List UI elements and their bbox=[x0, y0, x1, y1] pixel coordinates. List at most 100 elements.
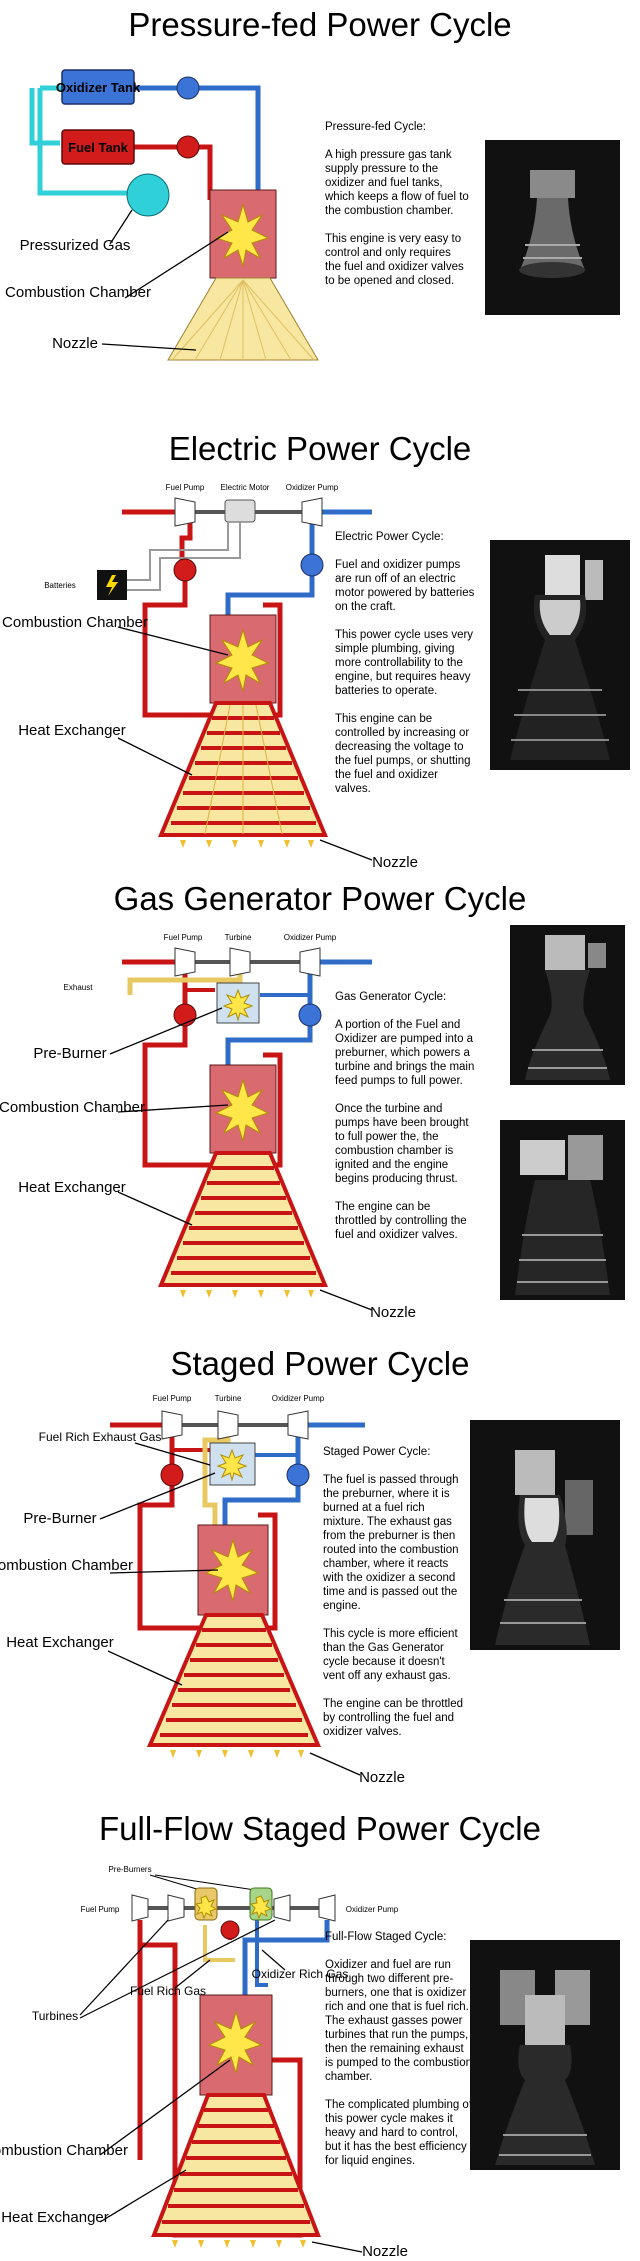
turbines-label: Turbines bbox=[32, 2009, 78, 2023]
engine-render bbox=[495, 1970, 595, 2165]
turbine bbox=[217, 1410, 239, 1440]
flame-burst bbox=[214, 1078, 270, 1142]
section-gas-generator: Gas Generator Power Cycle Fuel Pump Turb… bbox=[0, 880, 640, 1330]
description-para: The complicated plumbing of this power c… bbox=[325, 2099, 473, 2167]
description-heading: Gas Generator Cycle: bbox=[335, 991, 447, 1003]
oxidizer-line bbox=[255, 1920, 268, 1987]
fuel-pump-label: Fuel Pump bbox=[153, 1394, 192, 1403]
oxidizer-pump bbox=[287, 1410, 309, 1440]
engine-render bbox=[525, 935, 610, 1080]
description-heading: Electric Power Cycle: bbox=[335, 531, 444, 543]
section-pressure-fed: Pressure-fed Power Cycle Oxidizer Tank F… bbox=[0, 0, 640, 361]
fuel-line bbox=[137, 1480, 278, 1631]
description-para: A high pressure gas tank supply pressure… bbox=[325, 149, 469, 217]
fuel-pump bbox=[174, 947, 196, 977]
full-flow-diagram: Pre-Burners Fuel Pump Oxidizer Pump bbox=[0, 1865, 408, 2260]
nozzle-label: Nozzle bbox=[370, 1304, 416, 1321]
gas-line-2 bbox=[29, 88, 60, 146]
description: Pressure-fed Cycle: A high pressure gas … bbox=[325, 120, 470, 302]
batteries-label: Batteries bbox=[44, 581, 76, 590]
engine-render bbox=[515, 1135, 610, 1295]
oxidizer-pump bbox=[318, 1894, 336, 1922]
engine-render bbox=[495, 1450, 593, 1645]
description-para: Oxidizer and fuel are run through two di… bbox=[325, 1959, 473, 2083]
description: Full-Flow Staged Cycle: Oxidizer and fue… bbox=[325, 1930, 475, 2182]
lightning-icon bbox=[106, 575, 118, 596]
turbine-label: Turbine bbox=[225, 933, 252, 942]
turbine-label: Turbine bbox=[215, 1394, 242, 1403]
description-para: This engine can be controlled by increas… bbox=[335, 713, 471, 795]
combustion-chamber-label: Combustion Chamber bbox=[0, 2142, 128, 2159]
fuel-line bbox=[142, 1020, 283, 1168]
fuel-rich-exhaust-label: Fuel Rich Exhaust Gas bbox=[39, 1430, 162, 1444]
section-title: Staged Power Cycle bbox=[170, 1345, 470, 1382]
turbine bbox=[229, 947, 251, 977]
description-heading: Full-Flow Staged Cycle: bbox=[325, 1931, 447, 1943]
fuel-pump bbox=[174, 497, 196, 527]
oxidizer-pump-label: Oxidizer Pump bbox=[286, 483, 339, 492]
fuel-valve bbox=[160, 1463, 184, 1487]
engine-render bbox=[519, 170, 585, 278]
pre-burner-label: Pre-Burner bbox=[33, 1045, 106, 1062]
fuel-valve bbox=[173, 558, 197, 582]
heat-exchanger-tubes bbox=[160, 1628, 308, 1737]
oxidizer-line bbox=[222, 1480, 301, 1525]
combustion-chamber-label: Combustion Chamber bbox=[0, 1557, 133, 1574]
description-para: Once the turbine and pumps have been bro… bbox=[335, 1103, 469, 1185]
fuel-tank-label: Fuel Tank bbox=[68, 140, 128, 155]
flame-burst bbox=[194, 1895, 218, 1920]
oxidizer-line bbox=[225, 1020, 313, 1065]
fuel-pump-label: Fuel Pump bbox=[164, 933, 203, 942]
heat-exchanger-label: Heat Exchanger bbox=[1, 2209, 109, 2226]
section-title: Gas Generator Power Cycle bbox=[113, 880, 527, 917]
oxidizer-line bbox=[117, 85, 261, 200]
oxidizer-pump-label: Oxidizer Pump bbox=[284, 933, 337, 942]
oxidizer-valve bbox=[176, 76, 200, 100]
engine-render-photo-2 bbox=[500, 1120, 625, 1300]
oxidizer-valve bbox=[286, 1463, 310, 1487]
engine-render-photo bbox=[470, 1940, 620, 2170]
engine-render bbox=[510, 555, 610, 760]
combustion-chamber-label: Combustion Chamber bbox=[2, 614, 148, 631]
staged-diagram: Fuel Pump Turbine Oxidizer Pump bbox=[0, 1394, 405, 1786]
turbine bbox=[273, 1894, 291, 1922]
flame-burst bbox=[214, 628, 270, 692]
combustion-chamber-label: Combustion Chamber bbox=[0, 1099, 145, 1116]
heat-exchanger-label: Heat Exchanger bbox=[18, 722, 126, 739]
description-para: This engine is very easy to control and … bbox=[325, 233, 464, 287]
section-title: Full-Flow Staged Power Cycle bbox=[99, 1810, 541, 1847]
oxidizer-tank-label: Oxidizer Tank bbox=[56, 80, 141, 95]
pressure-fed-diagram: Oxidizer Tank Fuel Tank Pressurized Gas … bbox=[5, 69, 319, 361]
nozzle-label: Nozzle bbox=[372, 854, 418, 871]
section-full-flow: Full-Flow Staged Power Cycle Pre-Burners… bbox=[0, 1810, 640, 2261]
electric-motor-label: Electric Motor bbox=[221, 483, 270, 492]
turbine bbox=[167, 1894, 185, 1922]
description: Staged Power Cycle: The fuel is passed t… bbox=[323, 1445, 468, 1753]
pressurized-gas-label: Pressurized Gas bbox=[20, 237, 131, 254]
fuel-rich-gas-label: Fuel Rich Gas bbox=[130, 1984, 206, 1998]
electric-motor bbox=[224, 499, 256, 523]
fuel-pump-label: Fuel Pump bbox=[166, 483, 205, 492]
oxidizer-tank bbox=[61, 69, 135, 105]
fuel-pump-label: Fuel Pump bbox=[81, 1905, 120, 1914]
oxidizer-valve bbox=[300, 553, 324, 577]
exhaust-line bbox=[203, 1925, 235, 1962]
flame-burst bbox=[207, 2010, 263, 2074]
section-title: Pressure-fed Power Cycle bbox=[128, 6, 512, 43]
gas-generator-diagram: Fuel Pump Turbine Oxidizer Pump Exhaust bbox=[0, 933, 416, 1321]
engine-render-photo bbox=[485, 140, 620, 315]
engine-render-photo bbox=[490, 540, 630, 770]
description: Gas Generator Cycle: A portion of the Fu… bbox=[335, 990, 475, 1256]
fuel-pump bbox=[161, 1410, 183, 1440]
description-para: Fuel and oxidizer pumps are run off of a… bbox=[335, 559, 475, 613]
oxidizer-rich-gas-label: Oxidizer Rich Gas bbox=[252, 1967, 349, 1981]
nozzle-label: Nozzle bbox=[52, 335, 98, 352]
engine-render-photo bbox=[510, 925, 625, 1085]
heat-exchanger-label: Heat Exchanger bbox=[6, 1634, 114, 1651]
flame-burst bbox=[214, 203, 270, 267]
description-para: This cycle is more efficient than the Ga… bbox=[323, 1628, 458, 1682]
fuel-valve bbox=[176, 135, 200, 159]
nozzle-label: Nozzle bbox=[362, 2243, 408, 2260]
section-staged: Staged Power Cycle Fuel Pump Turbine Oxi… bbox=[0, 1345, 640, 1795]
fuel-pump bbox=[131, 1894, 149, 1922]
